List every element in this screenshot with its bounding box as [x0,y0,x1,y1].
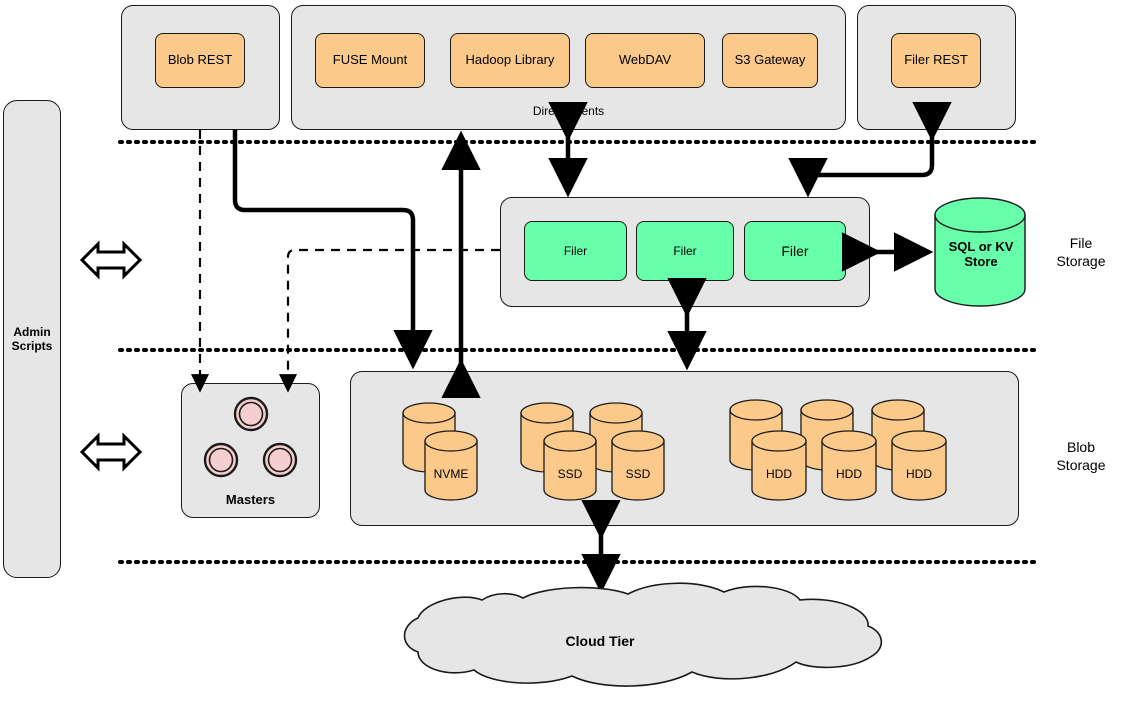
filer-node-1[interactable]: Filer [524,221,627,281]
client-s3-gateway[interactable]: S3 Gateway [722,33,818,88]
admin-arrow-blob [79,432,143,472]
client-filer-rest[interactable]: Filer REST [891,33,981,88]
masters-label: Masters [225,491,276,507]
blob-storage-label: Blob Storage [1045,438,1117,474]
admin-arrow-file [79,240,143,280]
admin-scripts-line1: Admin [13,325,51,339]
direct-clients-caption: Direct Clients [532,104,605,118]
admin-scripts-line2: Scripts [11,339,53,353]
sql-kv-store-line2: Store [964,254,998,269]
client-webdav[interactable]: WebDAV [585,33,705,88]
file-storage-line1: File [1069,235,1093,251]
filer-node-2[interactable]: Filer [636,221,734,281]
conn-filerrest-to-filers [788,101,952,198]
volume-servers-group[interactable] [350,371,1019,526]
cloud-tier-label: Cloud Tier [565,633,635,649]
sql-kv-store-label: SQL or KV Store [930,231,1032,277]
file-storage-label: File Storage [1045,234,1117,270]
sql-kv-store-line1: SQL or KV [948,239,1014,254]
client-hadoop-library[interactable]: Hadoop Library [450,33,570,88]
client-blob-rest[interactable]: Blob REST [155,33,245,88]
blob-storage-line2: Storage [1056,457,1106,474]
blob-storage-line1: Blob [1066,439,1096,455]
conn-blobrest-to-volumes [232,130,433,370]
dashed-connectors [190,130,500,393]
admin-scripts-label: Admin Scripts [3,318,61,360]
admin-scripts-panel[interactable] [3,100,61,578]
filer-node-3[interactable]: Filer [744,221,846,281]
file-storage-line2: Storage [1056,253,1106,270]
client-fuse-mount[interactable]: FUSE Mount [315,33,425,88]
dashed-filer-to-masters [278,248,500,393]
